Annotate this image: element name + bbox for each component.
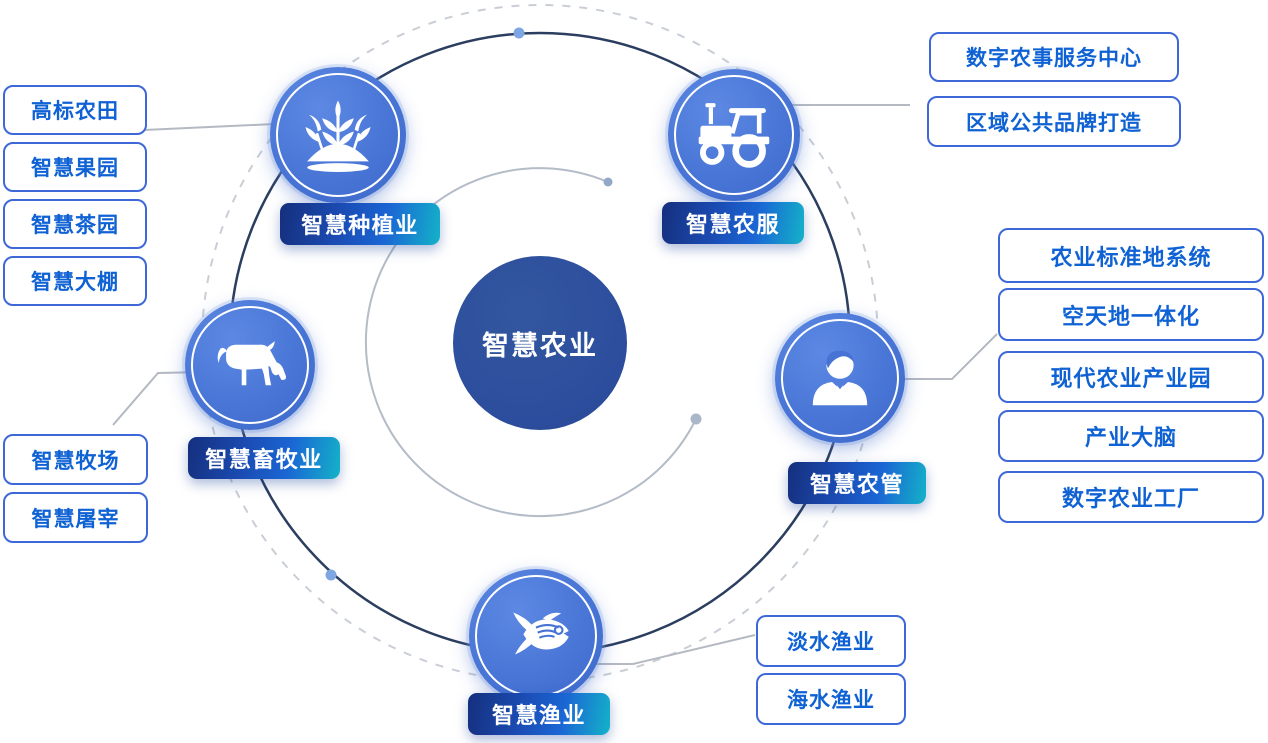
tag-space-air-ground-integration: 空天地一体化 <box>998 288 1264 341</box>
tag-regional-public-brand: 区域公共品牌打造 <box>927 96 1181 147</box>
node-label-smart-fishery: 智慧渔业 <box>468 693 610 735</box>
tractor-icon <box>692 93 776 177</box>
center-hub: 智慧农业 <box>453 256 627 430</box>
orbit-dot <box>603 177 613 187</box>
fish-icon <box>494 594 578 678</box>
tag-smart-tea-garden: 智慧茶园 <box>3 199 147 249</box>
tag-agri-standard-land-system: 农业标准地系统 <box>998 228 1264 283</box>
orbit-dot <box>513 27 525 39</box>
center-hub-label: 智慧农业 <box>482 330 598 361</box>
node-smart-agri-management <box>775 313 905 443</box>
tag-digital-agri-factory: 数字农业工厂 <box>998 471 1264 523</box>
node-label-smart-livestock: 智慧畜牧业 <box>188 437 340 479</box>
wheat-icon <box>294 91 382 179</box>
tag-smart-pasture: 智慧牧场 <box>3 434 148 485</box>
inner-orbit-arc <box>364 167 697 518</box>
node-smart-livestock <box>185 300 315 430</box>
node-smart-planting <box>270 67 406 203</box>
tag-industry-brain: 产业大脑 <box>998 410 1264 462</box>
tag-smart-orchard: 智慧果园 <box>3 142 147 192</box>
node-label-smart-agri-management: 智慧农管 <box>788 462 926 504</box>
tag-marine-fishery: 海水渔业 <box>756 673 906 725</box>
tag-smart-greenhouse: 智慧大棚 <box>3 256 147 306</box>
tag-high-standard-farmland: 高标农田 <box>3 85 147 135</box>
node-smart-fishery <box>469 569 603 703</box>
node-label-smart-planting: 智慧种植业 <box>280 203 440 245</box>
tag-freshwater-fishery: 淡水渔业 <box>756 615 906 667</box>
node-label-smart-agri-services: 智慧农服 <box>662 202 804 244</box>
manager-icon <box>800 338 880 418</box>
tag-smart-slaughter: 智慧屠宰 <box>3 492 148 543</box>
cow-icon <box>204 319 296 411</box>
tag-digital-farming-service-center: 数字农事服务中心 <box>929 32 1179 82</box>
node-smart-agri-services <box>668 69 800 201</box>
orbit-dot <box>690 413 702 425</box>
orbit-dot <box>325 569 337 581</box>
tag-modern-agri-industrial-park: 现代农业产业园 <box>998 351 1264 403</box>
